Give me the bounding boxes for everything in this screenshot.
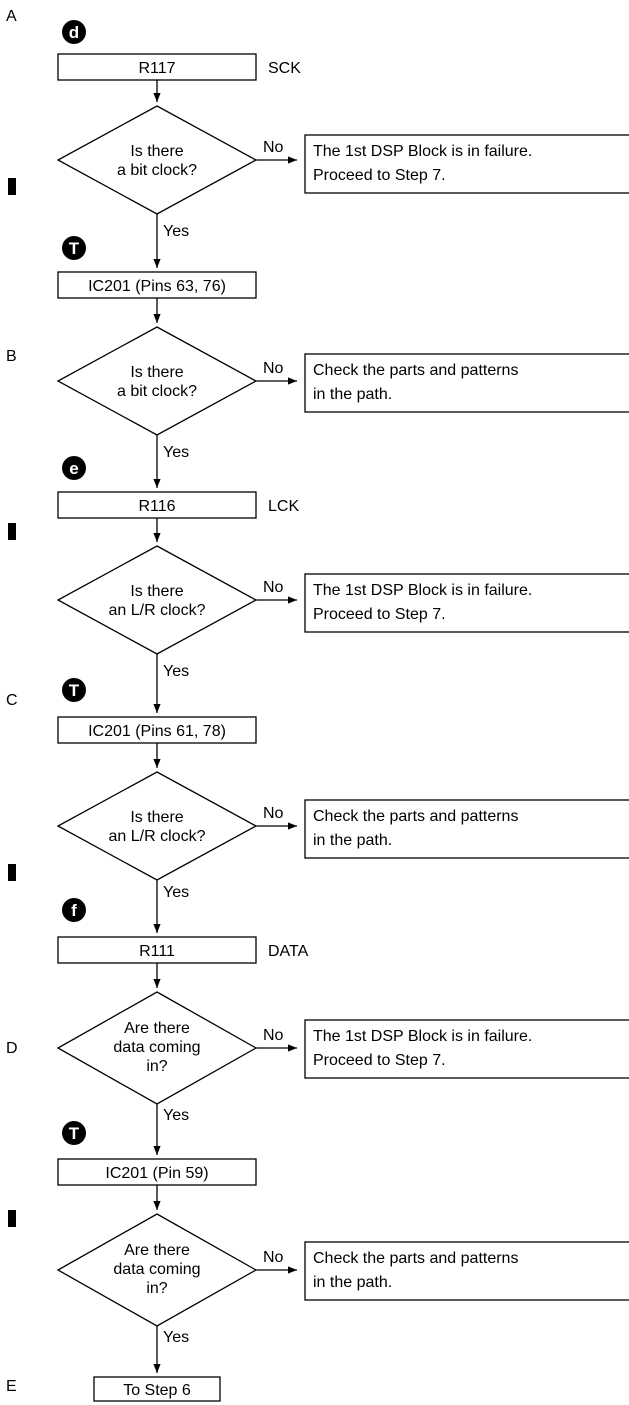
signal-label-sck: SCK	[268, 60, 301, 77]
test-point-t-label: T	[69, 239, 80, 258]
test-point-t-icon	[62, 678, 86, 702]
decision-text: Are there	[124, 1242, 190, 1259]
result-box-check-parts	[304, 1241, 629, 1301]
result-text: in the path.	[313, 386, 392, 403]
margin-letter-b: B	[6, 348, 17, 365]
decision-text: a bit clock?	[117, 383, 197, 400]
decision-text: Is there	[130, 364, 183, 381]
test-point-d-icon	[62, 20, 86, 44]
process-label-r117: R117	[138, 60, 175, 77]
process-box-r116	[57, 491, 257, 519]
test-point-e-icon	[62, 456, 86, 480]
no-label: No	[263, 1249, 284, 1266]
test-point-e-label: e	[69, 459, 78, 478]
no-label: No	[263, 1027, 284, 1044]
process-box-r111	[57, 936, 257, 964]
result-text: The 1st DSP Block is in failure.	[313, 143, 532, 160]
decision-text: Is there	[130, 809, 183, 826]
test-point-t-icon	[62, 1121, 86, 1145]
result-text: The 1st DSP Block is in failure.	[313, 582, 532, 599]
margin-letter-e: E	[6, 1378, 17, 1395]
result-text: Proceed to Step 7.	[313, 1052, 446, 1069]
no-label: No	[263, 139, 284, 156]
decision-text: in?	[146, 1058, 167, 1075]
signal-label-data: DATA	[268, 943, 309, 960]
margin-letter-d: D	[6, 1040, 18, 1057]
decision-text: Is there	[130, 583, 183, 600]
end-label: To Step 6	[123, 1382, 191, 1399]
result-text: The 1st DSP Block is in failure.	[313, 1028, 532, 1045]
result-text: Proceed to Step 7.	[313, 167, 446, 184]
no-label: No	[263, 805, 284, 822]
yes-label: Yes	[163, 884, 189, 901]
no-label: No	[263, 579, 284, 596]
process-label: IC201 (Pin 59)	[105, 1165, 208, 1182]
margin-letter-a: A	[6, 8, 17, 25]
result-text: Check the parts and patterns	[313, 1250, 518, 1267]
process-label: IC201 (Pins 63, 76)	[88, 278, 226, 295]
result-box-check-parts	[304, 353, 629, 413]
decision-text: data coming	[113, 1261, 200, 1278]
decision-text: an L/R clock?	[109, 602, 206, 619]
decision-text: data coming	[113, 1039, 200, 1056]
result-text: Check the parts and patterns	[313, 808, 518, 825]
decision-bit-clock	[56, 326, 258, 436]
decision-text: in?	[146, 1280, 167, 1297]
margin-mark	[8, 178, 16, 195]
process-label-r116: R116	[138, 498, 175, 515]
margin-mark	[8, 864, 16, 881]
no-label: No	[263, 360, 284, 377]
process-box-ic201-pin-59	[57, 1158, 257, 1186]
test-point-t-label: T	[69, 1124, 80, 1143]
yes-label: Yes	[163, 223, 189, 240]
result-text: Proceed to Step 7.	[313, 606, 446, 623]
result-text: Check the parts and patterns	[313, 362, 518, 379]
yes-label: Yes	[163, 444, 189, 461]
margin-mark	[8, 1210, 16, 1227]
result-box-dsp-failure	[304, 573, 629, 633]
decision-text: an L/R clock?	[109, 828, 206, 845]
decision-lr-clock	[56, 771, 258, 881]
decision-text: a bit clock?	[117, 162, 197, 179]
test-point-f-icon	[62, 898, 86, 922]
process-label-r111: R111	[139, 943, 175, 960]
signal-label-lck: LCK	[268, 498, 299, 515]
result-box-dsp-failure	[304, 134, 629, 194]
process-box-ic201-pins-63-76	[57, 271, 257, 299]
margin-mark	[8, 523, 16, 540]
decision-text: Is there	[130, 143, 183, 160]
test-point-t-label: T	[69, 681, 80, 700]
result-text: in the path.	[313, 1274, 392, 1291]
process-box-r117	[57, 53, 257, 81]
decision-bit-clock	[56, 105, 258, 215]
decision-text: Are there	[124, 1020, 190, 1037]
test-point-t-icon	[62, 236, 86, 260]
process-label: IC201 (Pins 61, 78)	[88, 723, 226, 740]
margin-letter-c: C	[6, 692, 18, 709]
yes-label: Yes	[163, 663, 189, 680]
test-point-f-label: f	[71, 901, 77, 920]
yes-label: Yes	[163, 1329, 189, 1346]
test-point-d-label: d	[69, 23, 79, 42]
end-box-to-step-6	[93, 1376, 221, 1402]
result-text: in the path.	[313, 832, 392, 849]
decision-lr-clock	[56, 545, 258, 655]
yes-label: Yes	[163, 1107, 189, 1124]
result-box-dsp-failure	[304, 1019, 629, 1079]
result-box-check-parts	[304, 799, 629, 859]
